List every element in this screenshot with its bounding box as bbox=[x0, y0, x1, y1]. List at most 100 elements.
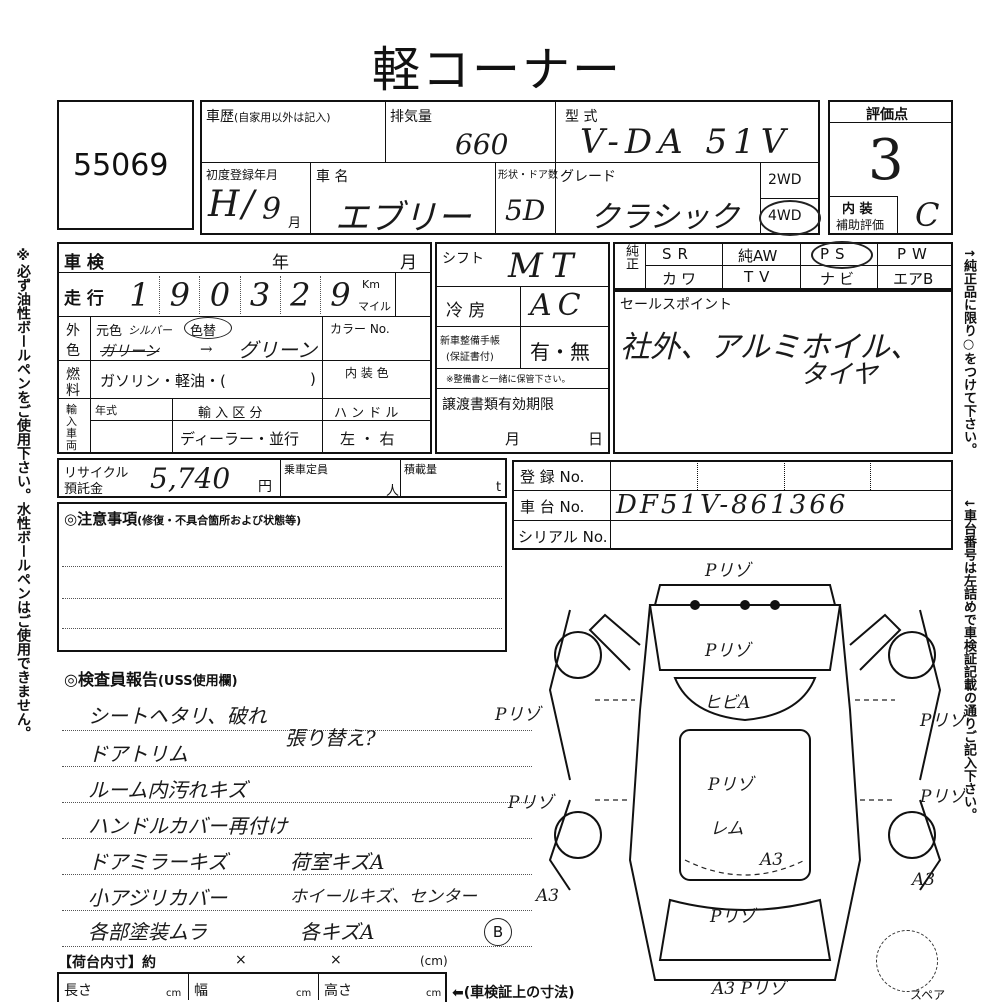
first-reg-slash: / bbox=[242, 184, 255, 225]
diagram-mark: Pリゾ bbox=[710, 907, 756, 927]
inspector-line: 各部塗装ムラ bbox=[88, 920, 207, 944]
ac-label: 冷 房 bbox=[446, 301, 486, 321]
load-unit: t bbox=[496, 480, 502, 495]
rating-label: 評価点 bbox=[866, 107, 908, 123]
fuel-close: ) bbox=[310, 370, 316, 388]
handle-label: ハ ン ド ル bbox=[334, 406, 399, 421]
car-info-box bbox=[200, 100, 820, 235]
vehicle-details-box bbox=[57, 242, 432, 454]
cargo-unit: (cm) bbox=[420, 954, 448, 968]
transfer-label: 譲渡書類有効期限 bbox=[442, 397, 554, 413]
diagram-a3: A3 bbox=[536, 886, 560, 906]
model-value: V-DA 51V bbox=[580, 122, 792, 162]
chassis-value: DF51V-861366 bbox=[616, 490, 849, 520]
spare-label: スペア bbox=[910, 988, 946, 1002]
recycle-label-1: リサイクル bbox=[64, 466, 129, 481]
color-orig-value: シルバー bbox=[128, 324, 172, 337]
grade-value: クラシック bbox=[590, 200, 740, 235]
inspector-right-line: 荷室キズA bbox=[290, 850, 385, 874]
rating-box bbox=[828, 100, 953, 235]
mileage-digits: 1 9 0 3 2 9 bbox=[120, 276, 360, 314]
first-reg-label: 初度登録年月 bbox=[206, 168, 279, 182]
diagram-a3: A3 bbox=[760, 850, 784, 870]
doors-label: 形状・ドア数 bbox=[498, 170, 558, 181]
equipment-ps-circle bbox=[811, 241, 873, 269]
first-reg-month: 9 bbox=[262, 192, 282, 227]
handle-value: 左 ・ 右 bbox=[340, 430, 395, 448]
history-label: 車歴(自家用以外は記入) bbox=[206, 109, 331, 125]
registration-label: 登 録 No. bbox=[520, 468, 585, 486]
color-new-value: グリーン bbox=[238, 338, 317, 362]
serial-label: シリアル No. bbox=[518, 528, 608, 546]
ac-value: AC bbox=[530, 288, 587, 323]
drive-4wd-circle bbox=[759, 200, 821, 236]
import-class-label: 輸 入 区 分 bbox=[198, 406, 263, 421]
inspection-month: 月 bbox=[400, 253, 417, 273]
recycle-label-2: 預託金 bbox=[64, 482, 104, 497]
interior-color-label: 内 装 色 bbox=[345, 366, 389, 380]
inspection-year: 年 bbox=[272, 253, 289, 273]
equipment-item: PW bbox=[897, 245, 933, 263]
interior-label-2: 補助評価 bbox=[836, 218, 885, 232]
mileage-label: 走 行 bbox=[64, 289, 104, 309]
notes-label: ◎注意事項(修復・不具合箇所および状態等) bbox=[64, 510, 302, 528]
fuel-options: ガソリン・軽油・( bbox=[100, 372, 226, 390]
cargo-box bbox=[57, 972, 447, 1002]
manual-value: 有・無 bbox=[530, 340, 590, 364]
load-label: 積載量 bbox=[404, 463, 437, 476]
cargo-length-label: 長さ bbox=[64, 983, 92, 999]
diagram-roof-mark: レム bbox=[710, 819, 744, 839]
inspection-label: 車 検 bbox=[64, 253, 104, 273]
shift-value: MT bbox=[508, 246, 582, 286]
right-side-note-top: ↑純正品に限り○をつけて下さい。 bbox=[961, 248, 976, 456]
page-title: 軽コーナー bbox=[372, 42, 623, 98]
cargo-length-unit: cm bbox=[166, 988, 182, 999]
spare-tire-dashed bbox=[876, 930, 938, 992]
shift-box bbox=[435, 242, 610, 454]
shift-label: シフト bbox=[442, 251, 484, 267]
equipment-item: SR bbox=[662, 245, 694, 263]
capacity-label: 乗車定員 bbox=[284, 463, 328, 476]
inspector-right-line: ホイールキズ、センター bbox=[290, 887, 477, 907]
cargo-label: 【荷台内寸】約 bbox=[58, 955, 156, 971]
equipment-item: TV bbox=[744, 268, 776, 286]
manual-label-1: 新車整備手帳 bbox=[440, 336, 500, 347]
import-label-1: 輸 bbox=[66, 403, 77, 416]
import-year-label: 年式 bbox=[95, 404, 117, 417]
lot-number-box: 55069 bbox=[57, 100, 194, 230]
manual-note: ※整備書と一緒に保管下さい。 bbox=[446, 375, 571, 385]
color-orig-label: 元色 bbox=[96, 324, 123, 339]
sales-point-box bbox=[613, 290, 953, 454]
cargo-x1: × bbox=[235, 952, 247, 968]
color-crossed: ガリーン bbox=[100, 342, 160, 360]
name-value: エブリー bbox=[335, 198, 471, 238]
displacement-label: 排気量 bbox=[390, 109, 432, 125]
diagram-glass: ヒビA bbox=[704, 693, 751, 713]
recycle-value: 5,740 bbox=[150, 462, 231, 495]
inspector-line: ハンドルカバー再付け bbox=[88, 814, 288, 838]
mileage-digit: 2 bbox=[281, 276, 321, 314]
rating-score: 3 bbox=[868, 128, 904, 193]
mileage-digit: 1 bbox=[120, 276, 161, 314]
name-label: 車 名 bbox=[316, 169, 349, 185]
color-label-2: 色 bbox=[66, 343, 80, 359]
diagram-mark: Pリゾ bbox=[920, 787, 966, 807]
sales-point-line1: 社外、アルミホイル、 bbox=[620, 330, 920, 365]
equipment-item: カワ bbox=[662, 270, 701, 288]
inspector-line: ルーム内汚れキズ bbox=[88, 778, 248, 802]
cargo-width-unit: cm bbox=[296, 988, 312, 999]
mileage-unit-mile: マイル bbox=[358, 300, 391, 313]
interior-label-1: 内 装 bbox=[842, 202, 873, 217]
inspector-line: 小アジリカバー bbox=[88, 886, 228, 910]
manual-label-2: (保証書付) bbox=[446, 352, 494, 363]
drive-2wd: 2WD bbox=[768, 172, 802, 188]
cargo-note: ⬅(車検証上の寸法) bbox=[452, 985, 575, 1001]
diagram-mark: Pリゾ bbox=[508, 793, 554, 813]
mileage-digit: 0 bbox=[200, 276, 241, 314]
equipment-box bbox=[613, 242, 953, 290]
fuel-label-2: 料 bbox=[66, 383, 80, 399]
registration-box bbox=[512, 460, 953, 550]
diagram-bottom-mark: A3 Pリゾ bbox=[712, 979, 786, 999]
inspector-circle-text: B bbox=[492, 923, 504, 941]
car-diagram bbox=[548, 584, 942, 981]
